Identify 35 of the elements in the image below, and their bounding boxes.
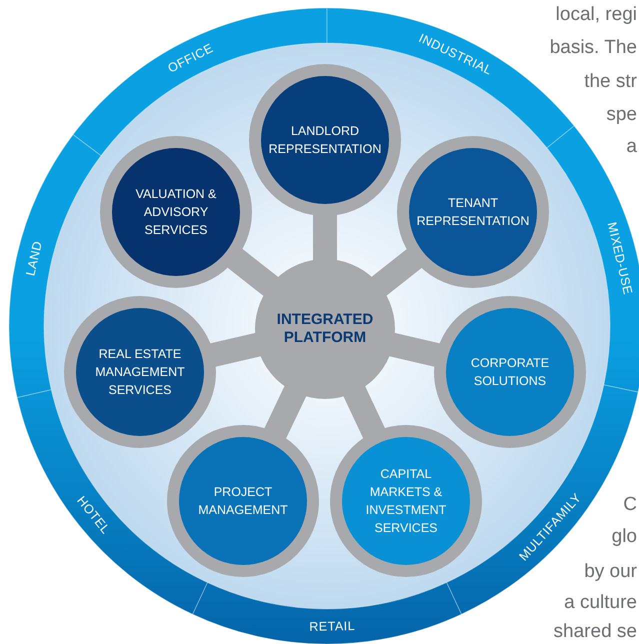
- service-label: VALUATION & ADVISORY SERVICES: [134, 186, 218, 239]
- service-circle: [249, 64, 401, 216]
- segment-label: LAND: [23, 240, 45, 278]
- service-circle: [397, 136, 549, 288]
- body-text: local, regi: [556, 4, 637, 26]
- service-label: CORPORATE SOLUTIONS: [470, 355, 550, 390]
- service-circle: [434, 296, 586, 448]
- body-text: C: [623, 494, 637, 516]
- ring-segment: [546, 125, 639, 393]
- body-text: a: [626, 136, 637, 158]
- body-text: glo: [612, 526, 637, 548]
- service-circle: [64, 296, 216, 448]
- segment-label: RETAIL: [309, 619, 356, 634]
- body-text: by our: [584, 561, 637, 583]
- service-circle: [255, 259, 395, 399]
- body-text: a culture: [564, 592, 637, 614]
- service-label: LANDLORD REPRESENTATION: [268, 123, 382, 158]
- service-circle: [100, 136, 252, 288]
- ring-segment: [446, 384, 638, 615]
- hub-label: INTEGRATED PLATFORM: [276, 311, 374, 347]
- service-circle: [330, 425, 482, 577]
- connector: [342, 384, 386, 441]
- connector: [313, 212, 337, 263]
- body-text: spe: [606, 104, 637, 126]
- connector: [369, 247, 424, 298]
- service-circle: [167, 425, 319, 577]
- ring-segment: [192, 582, 462, 644]
- body-text: the str: [584, 71, 637, 93]
- connector: [225, 247, 281, 298]
- service-label: REAL ESTATE MANAGEMENT SERVICES: [94, 346, 186, 399]
- body-text: basis. The: [550, 37, 637, 59]
- service-label: TENANT REPRESENTATION: [416, 195, 530, 230]
- service-label: PROJECT MANAGEMENT: [197, 484, 289, 519]
- service-label: CAPITAL MARKETS & INVESTMENT SERVICES: [364, 466, 448, 537]
- body-text: shared se: [554, 621, 637, 643]
